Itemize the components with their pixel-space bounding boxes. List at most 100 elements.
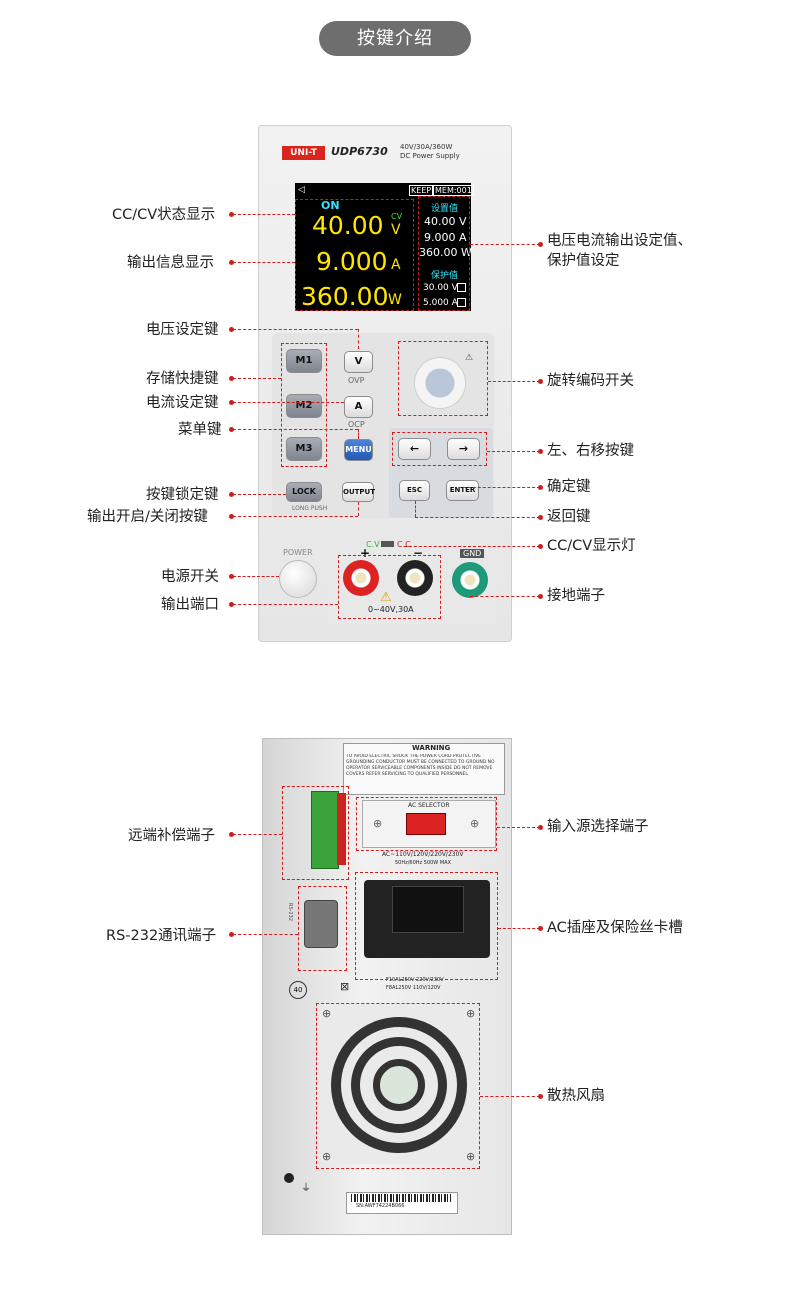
protect-title: 保护值	[431, 271, 459, 281]
leader-dot	[229, 427, 234, 432]
voltage-button[interactable]: V	[344, 351, 373, 373]
leader-dot	[229, 514, 234, 519]
leader-dot	[538, 449, 543, 454]
warning-text: TO AVOID ELECTRIC SHOCK THE POWER CORD P…	[346, 754, 495, 777]
protect-current: 5.000 A	[423, 298, 458, 308]
leader-line	[470, 596, 540, 597]
power-reading: 360.00	[301, 282, 389, 311]
leader-line	[233, 494, 286, 495]
lock-symbol-icon: ⚠	[465, 353, 474, 363]
plus-label: +	[360, 546, 371, 560]
leader-line	[415, 517, 540, 518]
ac-inlet-socket	[392, 886, 464, 933]
label-remote-sense: 远端补偿端子	[128, 828, 215, 844]
speaker-icon: ◁	[298, 185, 305, 195]
brand-logo: UNI-T	[282, 146, 325, 160]
remote-sense-connector	[337, 793, 346, 865]
leader-dot	[229, 932, 234, 937]
serial-number: SN:AWF74224B066	[356, 1203, 405, 1209]
leader-dot	[229, 492, 234, 497]
rs232-port[interactable]	[304, 900, 338, 948]
highlight-encoder	[398, 341, 488, 416]
checkbox-icon	[457, 283, 466, 292]
menu-button[interactable]: MENU	[344, 439, 373, 461]
leader-line	[480, 1096, 540, 1097]
ac-rating: AC~110V/120V/220V/230V	[382, 851, 464, 858]
negative-terminal[interactable]	[397, 560, 433, 596]
highlight-main-display	[295, 199, 414, 311]
leader-dot	[538, 242, 543, 247]
label-memory-keys: 存储快捷键	[146, 371, 219, 387]
leader-line	[233, 262, 295, 263]
ocp-label: OCP	[348, 420, 365, 429]
long-push-label: LONG PUSH	[292, 505, 328, 512]
rotary-encoder-knob[interactable]	[414, 357, 466, 409]
m3-button[interactable]: M3	[286, 437, 322, 461]
power-switch-knob[interactable]	[279, 560, 317, 598]
m1-button[interactable]: M1	[286, 349, 322, 373]
screw-icon: ⊕	[322, 1007, 332, 1020]
set-voltage: 40.00 V	[424, 215, 467, 228]
leader-line	[233, 516, 358, 517]
leader-dot	[229, 260, 234, 265]
current-unit: A	[391, 257, 401, 273]
leader-dot	[538, 1094, 543, 1099]
leader-line	[233, 329, 358, 330]
label-setpoint-display: 电压电流输出设定值、	[547, 233, 692, 249]
current-button[interactable]: A	[344, 396, 373, 418]
ac-selector-switch[interactable]	[406, 813, 446, 835]
highlight-memory-keys	[281, 343, 327, 467]
ovp-label: OVP	[348, 376, 365, 385]
gnd-label: GND	[460, 549, 485, 558]
lock-button[interactable]: LOCK	[286, 482, 322, 502]
fuse-rating-2: F8AL250V 110V/120V	[386, 985, 441, 991]
right-arrow-button[interactable]: →	[447, 438, 480, 460]
leader-dot	[538, 515, 543, 520]
leader-dot	[229, 602, 234, 607]
leader-line	[233, 429, 358, 430]
label-output-key: 输出开启/关闭按键	[87, 509, 208, 525]
fan-ring	[331, 1017, 467, 1153]
fan-hub	[373, 1059, 425, 1111]
screw-icon: ⊕	[322, 1150, 332, 1163]
warning-title: WARNING	[412, 744, 451, 752]
leader-line	[498, 928, 540, 929]
esc-button[interactable]: ESC	[399, 480, 430, 501]
leader-line	[358, 502, 359, 516]
rs232-side-label: RS-232	[287, 903, 293, 921]
output-button[interactable]: OUTPUT	[342, 482, 375, 502]
m2-button[interactable]: M2	[286, 394, 322, 418]
leader-dot	[538, 825, 543, 830]
leader-dot	[538, 594, 543, 599]
screw-icon: ⊕	[373, 817, 383, 830]
leader-dot	[538, 544, 543, 549]
leader-line	[415, 501, 416, 517]
label-arrow-keys: 左、右移按键	[547, 443, 634, 459]
leader-line	[233, 378, 281, 379]
label-power-switch: 电源开关	[161, 569, 219, 585]
label-output-info: 输出信息显示	[127, 255, 214, 271]
screw-icon: ⊕	[470, 817, 480, 830]
enter-button[interactable]: ENTER	[446, 480, 479, 501]
set-title: 设置值	[431, 204, 459, 214]
fuse-rating-1: F10AL250V 220V/230V	[386, 977, 444, 983]
current-reading: 9.000	[316, 247, 388, 276]
positive-terminal[interactable]	[343, 560, 379, 596]
leader-line	[470, 244, 540, 245]
label-output-port: 输出端口	[161, 597, 219, 613]
cv-lamp	[381, 541, 394, 547]
spec-line-1: 40V/30A/360W	[400, 143, 453, 151]
label-current-set-key: 电流设定键	[146, 395, 219, 411]
left-arrow-button[interactable]: ←	[398, 438, 431, 460]
leader-dot	[229, 212, 234, 217]
ground-terminal[interactable]	[452, 562, 488, 598]
leader-line	[488, 381, 540, 382]
serial-barcode	[351, 1194, 451, 1202]
output-range: 0~40V,30A	[368, 605, 414, 614]
leader-line	[233, 576, 279, 577]
page-title: 按键介绍	[319, 21, 471, 56]
leader-dot	[229, 832, 234, 837]
cert-mark-icon: 40	[289, 981, 307, 999]
checkbox-icon	[457, 298, 466, 307]
label-lock-key: 按键锁定键	[146, 487, 219, 503]
